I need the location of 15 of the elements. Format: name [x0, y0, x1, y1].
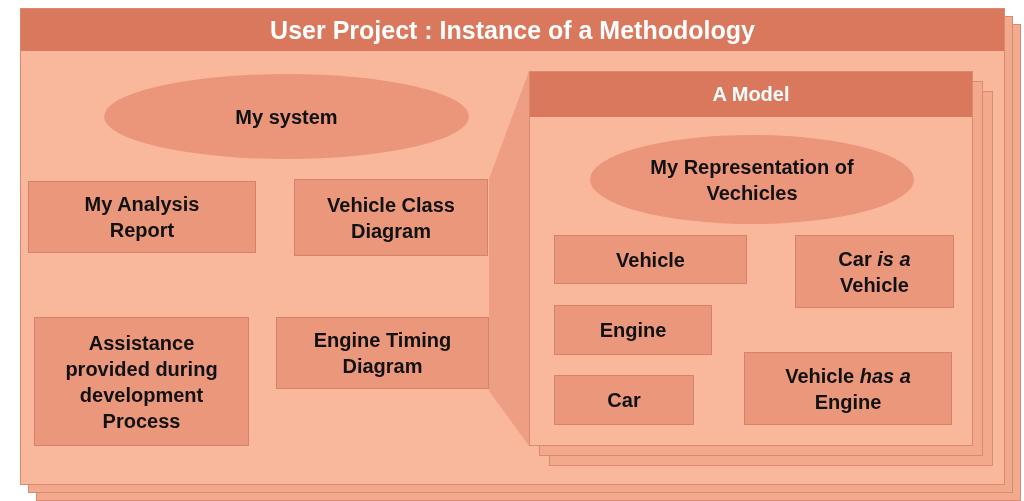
text-box: Engine [554, 305, 712, 355]
model-page [529, 71, 973, 446]
text-box: Vehicle has a Engine [744, 352, 952, 425]
ellipse-node: My Representation of Vechicles [590, 135, 914, 224]
text-box: Vehicle [554, 235, 747, 284]
project-page [20, 8, 1005, 485]
text-box: Vehicle Class Diagram [294, 179, 488, 256]
text-box: My Analysis Report [28, 181, 256, 253]
text-box: Car is a Vehicle [795, 235, 954, 308]
page-title: A Model [530, 72, 972, 117]
ellipse-node: My system [104, 74, 469, 159]
text-box: Car [554, 375, 694, 425]
page-title: User Project : Instance of a Methodology [21, 9, 1004, 51]
text-box: Engine Timing Diagram [276, 317, 489, 389]
text-box: Assistance provided during development Process [34, 317, 249, 446]
